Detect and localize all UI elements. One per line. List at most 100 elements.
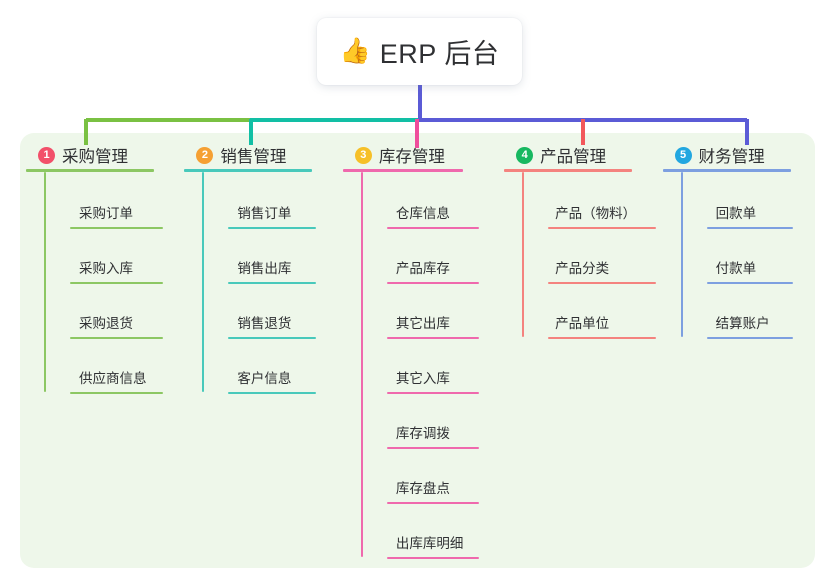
leaf-label: 供应商信息 [79, 370, 147, 386]
leaf-item[interactable]: 采购退货 [70, 284, 163, 339]
leaf-item[interactable]: 产品分类 [548, 229, 657, 284]
leaf-list-4: 产品（物料） 产品分类 产品单位 [522, 171, 657, 339]
leaf-item[interactable]: 产品单位 [548, 284, 657, 339]
leaf-item[interactable]: 仓库信息 [386, 174, 479, 229]
branch-title-5: 财务管理 [698, 148, 765, 166]
leaf-label: 采购入库 [79, 260, 133, 276]
leaf-rule [386, 226, 479, 229]
branch-header-2[interactable]: 2 销售管理 [196, 133, 336, 169]
leaf-label: 销售订单 [237, 205, 292, 221]
leaf-label: 销售出库 [237, 260, 292, 276]
leaf-rule [706, 226, 793, 229]
branch-title-1: 采购管理 [62, 148, 128, 166]
leaf-rule [706, 336, 793, 339]
branch-columns: 1 采购管理 采购订单 采购入库 采购退货 供应商信 [20, 133, 815, 568]
leaf-list-1: 采购订单 采购入库 采购退货 供应商信息 [44, 171, 178, 394]
branch-badge-1: 1 [38, 146, 55, 164]
branch-header-rule-3 [342, 169, 463, 172]
leaf-rule [386, 446, 479, 449]
branch-header-rule-2 [184, 169, 313, 172]
branch-column-2: 2 销售管理 销售订单 销售出库 销售退货 客户信息 [178, 133, 336, 568]
branch-column-1: 1 采购管理 采购订单 采购入库 采购退货 供应商信 [20, 133, 178, 568]
leaf-rule [548, 336, 657, 339]
leaf-list-2: 销售订单 销售出库 销售退货 客户信息 [202, 171, 336, 394]
branch-badge-3: 3 [354, 146, 372, 164]
leaf-item[interactable]: 结算账户 [706, 284, 793, 339]
branch-title-3: 库存管理 [378, 148, 445, 166]
leaf-label: 产品（物料） [555, 205, 637, 221]
leaf-label: 采购退货 [79, 315, 133, 331]
leaf-item[interactable]: 回款单 [706, 174, 793, 229]
leaf-item[interactable]: 其它出库 [386, 284, 479, 339]
leaf-rule [386, 391, 479, 394]
branch-header-rule-4 [504, 169, 633, 172]
branch-header-rule-1 [26, 169, 154, 172]
leaf-list-5: 回款单 付款单 结算账户 [680, 171, 815, 339]
leaf-label: 产品分类 [555, 260, 610, 276]
branch-column-3: 3 库存管理 仓库信息 产品库存 其它出库 其它入库 [337, 133, 498, 568]
leaf-label: 回款单 [715, 205, 757, 221]
leaf-item[interactable]: 销售退货 [228, 284, 317, 339]
leaf-label: 库存调拨 [395, 425, 450, 441]
leaf-rule [386, 501, 479, 504]
leaf-rule [70, 226, 163, 229]
leaf-rule [386, 336, 479, 339]
leaf-item[interactable]: 产品库存 [386, 229, 479, 284]
leaf-rule [386, 281, 479, 284]
leaf-rule [386, 556, 479, 559]
leaf-item[interactable]: 库存调拨 [386, 394, 479, 449]
leaf-spine-1 [44, 171, 46, 392]
leaf-spine-4 [522, 171, 525, 337]
leaf-rule [548, 226, 657, 229]
branch-title-2: 销售管理 [220, 148, 287, 166]
leaf-label: 库存盘点 [395, 480, 450, 496]
leaf-rule [70, 281, 163, 284]
root-node-card[interactable]: 👍 ERP 后台 [317, 18, 522, 85]
leaf-label: 销售退货 [237, 315, 292, 331]
branch-header-5[interactable]: 5 财务管理 [674, 133, 815, 169]
leaf-item[interactable]: 付款单 [706, 229, 793, 284]
leaf-label: 其它入库 [395, 370, 450, 386]
leaf-spine-2 [202, 171, 205, 392]
leaf-item[interactable]: 销售订单 [228, 174, 317, 229]
root-title: ERP 后台 [379, 39, 500, 69]
branch-header-rule-5 [662, 169, 791, 172]
leaf-label: 产品库存 [395, 260, 450, 276]
leaf-item[interactable]: 产品（物料） [548, 174, 657, 229]
leaf-label: 采购订单 [79, 205, 133, 221]
leaf-item[interactable]: 出库库明细 [386, 504, 479, 559]
leaf-item[interactable]: 其它入库 [386, 339, 479, 394]
branch-header-3[interactable]: 3 库存管理 [354, 133, 498, 169]
leaf-rule [70, 336, 163, 339]
branch-badge-2: 2 [196, 146, 214, 164]
thumbs-up-icon: 👍 [339, 37, 371, 65]
leaf-spine-3 [360, 171, 363, 557]
leaf-rule [228, 281, 317, 284]
leaf-label: 产品单位 [555, 315, 610, 331]
branch-title-4: 产品管理 [540, 148, 607, 166]
leaf-label: 其它出库 [395, 315, 450, 331]
branch-badge-4: 4 [516, 146, 534, 164]
leaf-rule [70, 391, 163, 394]
leaf-item[interactable]: 客户信息 [228, 339, 317, 394]
leaf-rule [228, 391, 317, 394]
leaf-label: 付款单 [715, 260, 757, 276]
leaf-rule [548, 281, 657, 284]
leaf-item[interactable]: 库存盘点 [386, 449, 479, 504]
leaf-item[interactable]: 采购入库 [70, 229, 163, 284]
branch-header-1[interactable]: 1 采购管理 [38, 133, 178, 169]
branch-badge-5: 5 [674, 146, 692, 164]
leaf-item[interactable]: 供应商信息 [70, 339, 163, 394]
leaf-list-3: 仓库信息 产品库存 其它出库 其它入库 库存调拨 [360, 171, 498, 559]
leaf-label: 客户信息 [237, 370, 292, 386]
leaf-label: 仓库信息 [395, 205, 450, 221]
branch-column-4: 4 产品管理 产品（物料） 产品分类 产品单位 [498, 133, 657, 568]
branch-column-5: 5 财务管理 回款单 付款单 结算账户 [657, 133, 815, 568]
leaf-rule [228, 226, 317, 229]
leaf-label: 出库库明细 [395, 535, 464, 551]
branch-header-4[interactable]: 4 产品管理 [516, 133, 656, 169]
leaf-spine-5 [680, 171, 683, 337]
leaf-item[interactable]: 采购订单 [70, 174, 163, 229]
leaf-item[interactable]: 销售出库 [228, 229, 317, 284]
